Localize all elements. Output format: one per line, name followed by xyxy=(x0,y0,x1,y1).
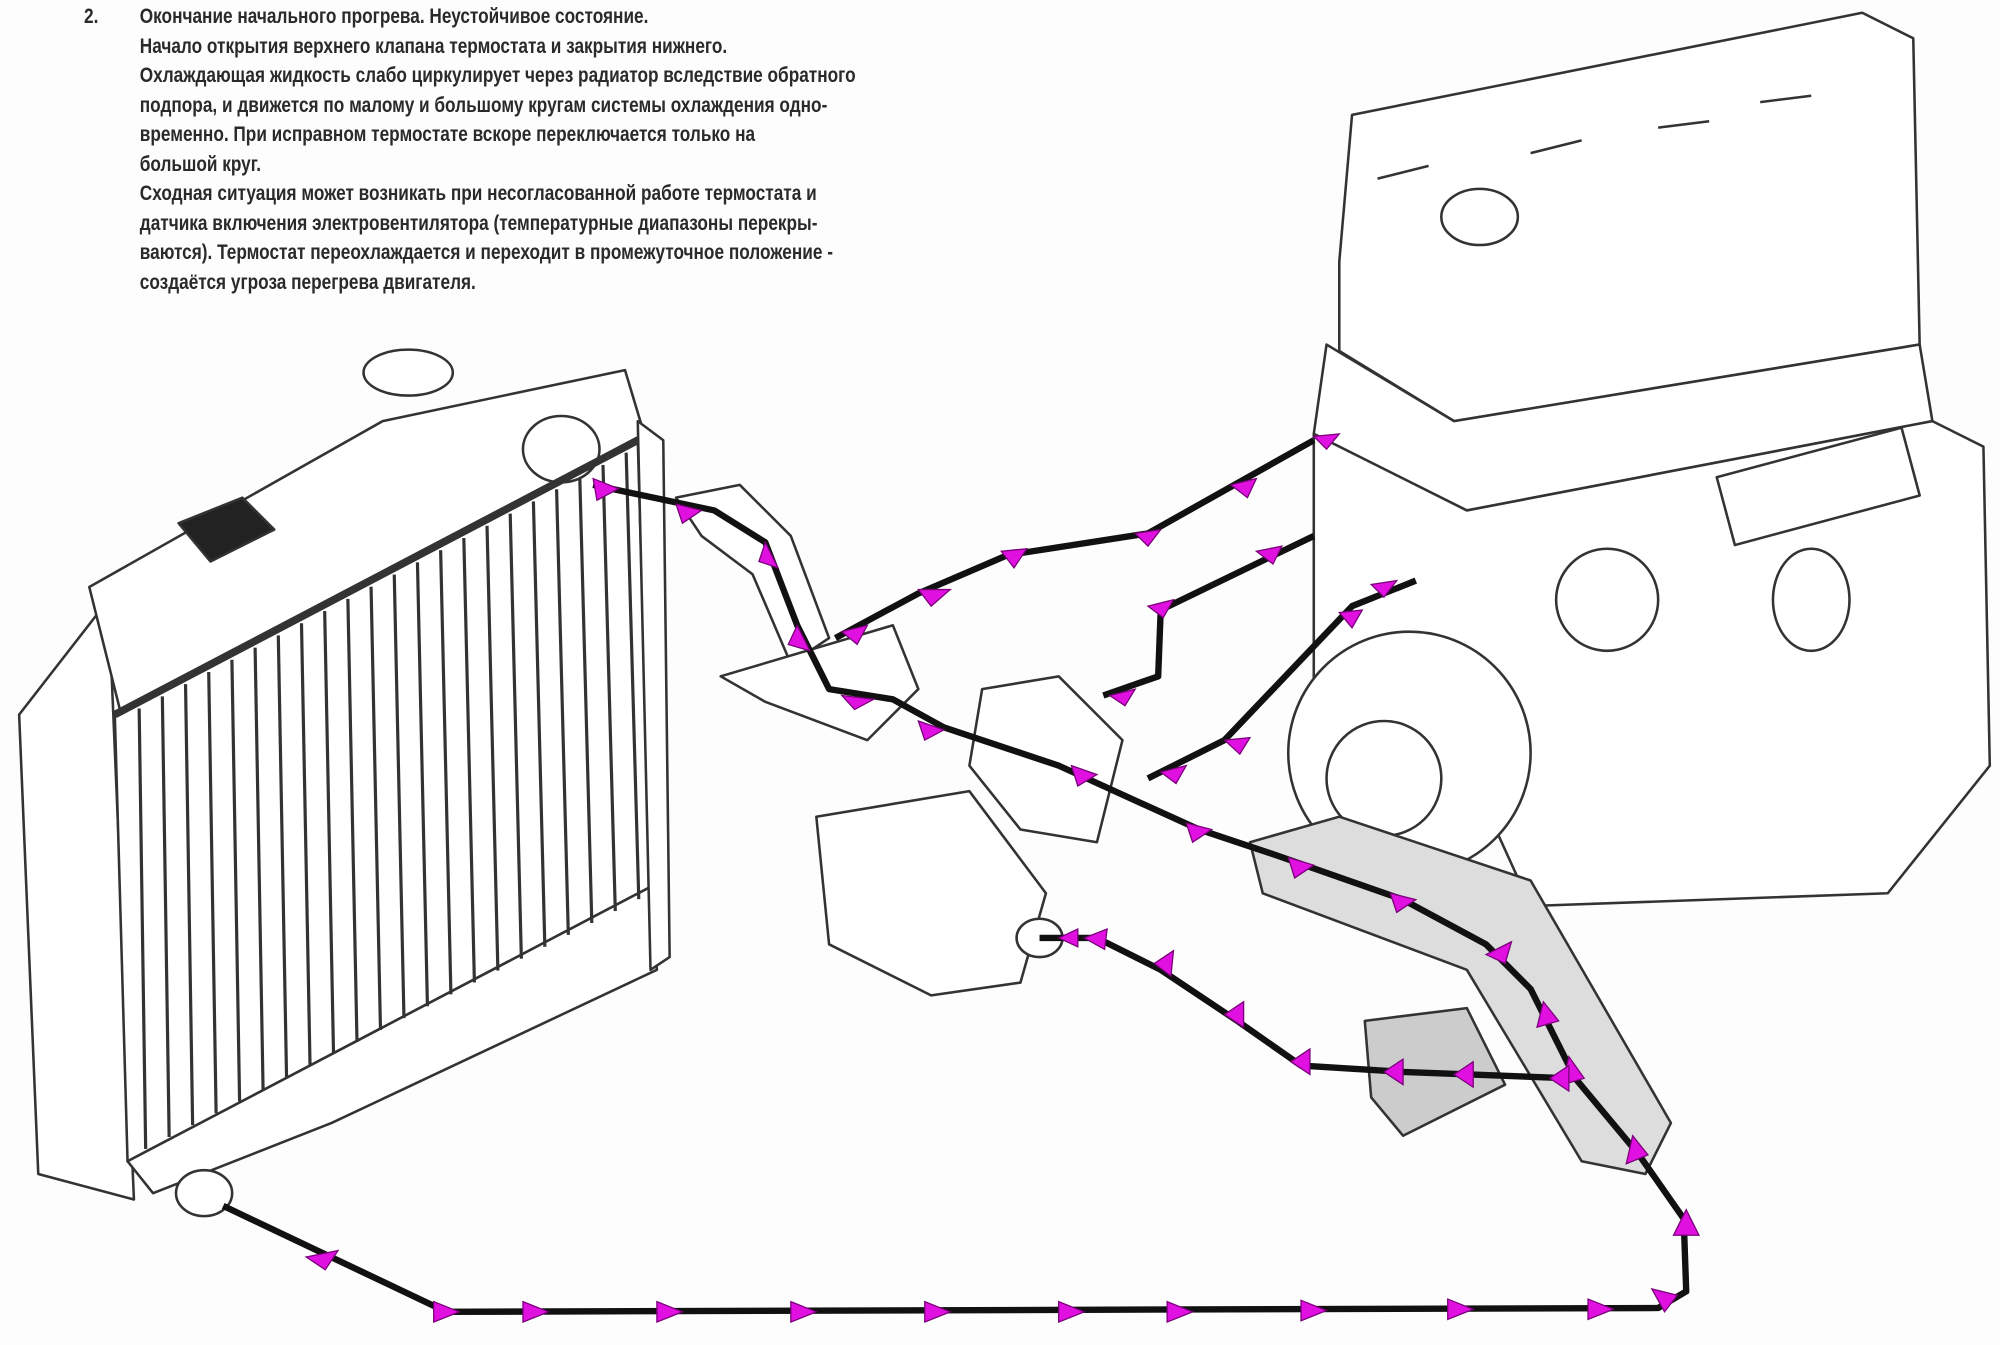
arrow-icon xyxy=(1484,940,1513,965)
radiator-fin xyxy=(462,537,476,983)
radiator-cap xyxy=(362,348,455,397)
arrow-icon xyxy=(917,719,946,742)
caption-line: Начало открытия верхнего клапана термост… xyxy=(139,34,728,58)
radiator-fin xyxy=(508,513,523,959)
arrow-icon xyxy=(656,1300,685,1323)
radiator-fin xyxy=(578,477,594,924)
arrow-icon xyxy=(1300,1299,1329,1322)
arrow-icon xyxy=(1070,764,1099,788)
arrow-icon xyxy=(1650,1287,1679,1313)
caption-line: создаётся угроза перегрева двигателя. xyxy=(139,270,476,294)
radiator-fin xyxy=(183,684,195,1126)
arrow-icon xyxy=(840,694,876,711)
radiator-fin xyxy=(369,586,383,1031)
water-pump xyxy=(815,789,1048,997)
arrow-icon xyxy=(1185,822,1214,844)
radiator-fin xyxy=(392,574,406,1019)
arrow-icon xyxy=(924,1300,952,1323)
arrow-icon xyxy=(1287,856,1316,879)
arrow-icon xyxy=(1082,928,1108,951)
caption-text: 2. Окончание начального прогрева. Неустой… xyxy=(84,2,856,297)
arrow-icon xyxy=(1133,528,1163,548)
arrow-icon xyxy=(592,477,621,502)
arrow-icon xyxy=(1548,1064,1570,1093)
arrow-icon xyxy=(304,1249,340,1271)
radiator-inlet-pipe xyxy=(521,414,601,484)
arrow-icon xyxy=(433,1300,461,1323)
arrow-icon xyxy=(1254,545,1284,566)
radiator-fin xyxy=(207,671,218,1114)
radiator-fin xyxy=(531,501,547,947)
arrow-icon xyxy=(1223,1000,1245,1029)
arrow-icon xyxy=(1108,688,1137,707)
engine xyxy=(1286,11,1992,908)
caption-line: датчика включения электровентилятора (те… xyxy=(139,211,818,235)
radiator xyxy=(17,348,671,1218)
caption-line: Охлаждающая жидкость слабо циркулирует ч… xyxy=(139,64,856,87)
radiator-fin xyxy=(323,611,336,1054)
radiator-fin xyxy=(137,708,148,1149)
radiator-fin xyxy=(415,562,430,1007)
arrow-icon xyxy=(1223,736,1252,756)
arrow-icon xyxy=(1389,892,1418,914)
caption-line: Сходная ситуация может возникать при нес… xyxy=(139,182,817,205)
radiator-fin xyxy=(439,550,453,995)
radiator-fin xyxy=(299,623,312,1066)
arrow-icon xyxy=(790,1300,819,1323)
radiator-fin xyxy=(601,464,617,912)
arrow-icon xyxy=(522,1300,551,1323)
radiator-fin xyxy=(554,489,570,935)
arrow-icon xyxy=(1166,1300,1195,1323)
arrow-icon xyxy=(1625,1134,1649,1165)
caption-title: Окончание начального прогрева. Неустойчи… xyxy=(139,5,649,28)
flow-direction-arrows xyxy=(304,433,1701,1323)
radiator-fin xyxy=(230,659,242,1102)
arrow-icon xyxy=(1452,1060,1474,1089)
radiator-fin xyxy=(160,696,171,1138)
arrow-icon xyxy=(1587,1298,1616,1321)
arrow-icon xyxy=(1369,579,1399,599)
arrow-icon xyxy=(1536,1000,1560,1029)
arrow-icon xyxy=(1447,1298,1475,1321)
arrow-icon xyxy=(1153,949,1175,978)
radiator-fin xyxy=(624,452,641,900)
arrow-icon xyxy=(840,624,869,646)
radiator-fin xyxy=(276,635,289,1078)
arrow-icon xyxy=(1289,1047,1311,1076)
arrow-icon xyxy=(1338,609,1364,629)
arrow-icon xyxy=(917,588,952,608)
arrow-icon xyxy=(1672,1208,1701,1236)
radiator-outlet-pipe xyxy=(174,1168,234,1218)
arrow-icon xyxy=(1146,598,1175,619)
arrow-icon xyxy=(787,623,812,652)
arrow-icon xyxy=(675,503,704,525)
caption-line: временно. При исправном термостате вскор… xyxy=(139,123,756,146)
caption-line: подпора, и движется по малому и большому… xyxy=(139,93,828,117)
arrow-icon xyxy=(758,540,780,569)
arrow-icon xyxy=(1000,547,1029,569)
arrow-icon xyxy=(1229,477,1258,499)
radiator-fin xyxy=(485,525,500,971)
arrow-icon xyxy=(1159,764,1188,785)
radiator-fin xyxy=(346,598,359,1042)
caption-line: ваются). Термостат переохлаждается и пер… xyxy=(139,241,833,264)
arrow-icon xyxy=(1312,433,1341,451)
arrow-icon xyxy=(1058,1300,1086,1323)
caption-line: большой круг. xyxy=(139,152,261,176)
radiator-fin xyxy=(253,647,265,1090)
arrow-icon xyxy=(1382,1057,1404,1086)
arrow-icon xyxy=(1057,927,1079,948)
step-number: 2. xyxy=(84,5,99,28)
